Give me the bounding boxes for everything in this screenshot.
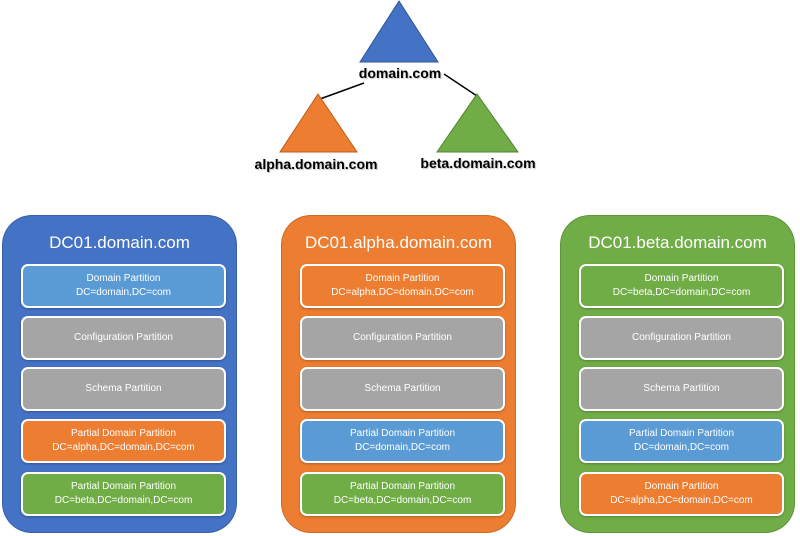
partition-label: Partial Domain Partition: [349, 428, 456, 439]
partition-box: Schema Partition: [579, 367, 784, 411]
root-domain-triangle: [359, 0, 439, 63]
partition-dn: DC=domain,DC=com: [633, 442, 730, 453]
partition-label: Domain Partition: [365, 273, 440, 284]
partition-label: Configuration Partition: [632, 332, 731, 343]
tree-edge-root-alpha: [319, 82, 365, 100]
partition-label: Domain Partition: [644, 481, 719, 492]
partition-box: Schema Partition: [21, 367, 226, 411]
root-domain-label: domain.com: [358, 65, 442, 81]
partition-dn: DC=beta,DC=domain,DC=com: [54, 495, 193, 506]
partition-label: Schema Partition: [85, 383, 162, 394]
partition-label: Domain Partition: [86, 273, 161, 284]
beta-domain-label: beta.domain.com: [420, 155, 536, 171]
partition-label: Partial Domain Partition: [349, 481, 456, 492]
partition-label: Configuration Partition: [74, 332, 173, 343]
dc-title: DC01.beta.domain.com: [588, 233, 767, 252]
partition-box: Configuration Partition: [21, 316, 226, 360]
dc-title: DC01.alpha.domain.com: [304, 233, 493, 252]
partition-dn: DC=domain,DC=com: [75, 287, 172, 298]
partition-label: Partial Domain Partition: [70, 428, 177, 439]
partition-dn: DC=beta,DC=domain,DC=com: [612, 287, 751, 298]
beta-domain-triangle: [436, 93, 519, 153]
tree-edge-root-beta: [443, 73, 478, 97]
partition-dn: DC=beta,DC=domain,DC=com: [333, 495, 472, 506]
domain-tree: [279, 0, 519, 153]
partition-dn: DC=alpha,DC=domain,DC=com: [610, 495, 753, 506]
alpha-domain-triangle: [279, 93, 358, 153]
partition-label: Domain Partition: [644, 273, 719, 284]
partition-dn: DC=alpha,DC=domain,DC=com: [331, 287, 474, 298]
partition-box: Schema Partition: [300, 367, 505, 411]
partition-label: Schema Partition: [643, 383, 720, 394]
partition-label: Schema Partition: [364, 383, 441, 394]
partition-dn: DC=alpha,DC=domain,DC=com: [52, 442, 195, 453]
partition-dn: DC=domain,DC=com: [354, 442, 451, 453]
partition-label: Partial Domain Partition: [628, 428, 735, 439]
partition-label: Partial Domain Partition: [70, 481, 177, 492]
alpha-domain-label: alpha.domain.com: [254, 156, 378, 172]
partition-box: Configuration Partition: [579, 316, 784, 360]
partition-label: Configuration Partition: [353, 332, 452, 343]
dc-title: DC01.domain.com: [49, 233, 190, 252]
partition-box: Configuration Partition: [300, 316, 505, 360]
